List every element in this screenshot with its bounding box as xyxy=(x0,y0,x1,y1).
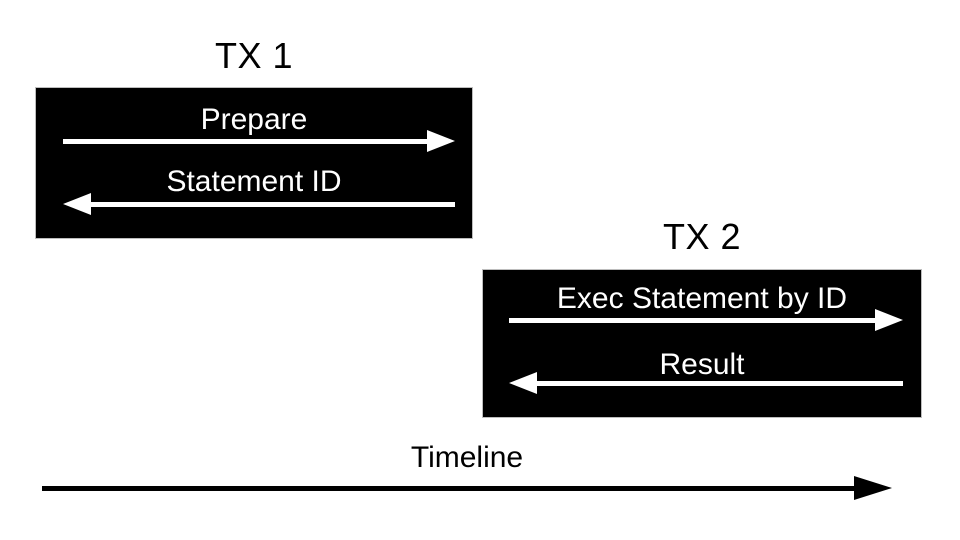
arrow-line xyxy=(42,486,862,491)
timeline-right-arrow-icon xyxy=(42,476,892,500)
tx2-message-result-label: Result xyxy=(659,348,745,381)
tx1-prepare-right-arrow-icon xyxy=(63,130,455,152)
arrow-line xyxy=(63,139,433,144)
arrow-head-left-icon xyxy=(509,372,537,394)
arrow-line xyxy=(85,202,455,207)
tx1-title: TX 1 xyxy=(214,35,294,76)
arrow-head-right-icon xyxy=(427,130,455,152)
tx2-result-left-arrow-icon xyxy=(509,372,903,394)
tx2-title: TX 2 xyxy=(662,216,742,257)
tx2-exec-right-arrow-icon xyxy=(509,309,903,331)
arrow-head-left-icon xyxy=(63,193,91,215)
timeline-label: Timeline xyxy=(410,441,524,474)
arrow-line xyxy=(509,318,881,323)
tx2-box: Exec Statement by ID Result xyxy=(482,269,922,418)
tx2-message-exec-label: Exec Statement by ID xyxy=(556,282,848,315)
tx1-message-prepare-label: Prepare xyxy=(200,103,308,136)
arrow-head-right-icon xyxy=(854,476,892,500)
tx1-box: Prepare Statement ID xyxy=(35,87,473,239)
arrow-line xyxy=(531,381,903,386)
tx1-message-statement-id-label: Statement ID xyxy=(166,165,342,198)
arrow-head-right-icon xyxy=(875,309,903,331)
tx1-statement-id-left-arrow-icon xyxy=(63,193,455,215)
